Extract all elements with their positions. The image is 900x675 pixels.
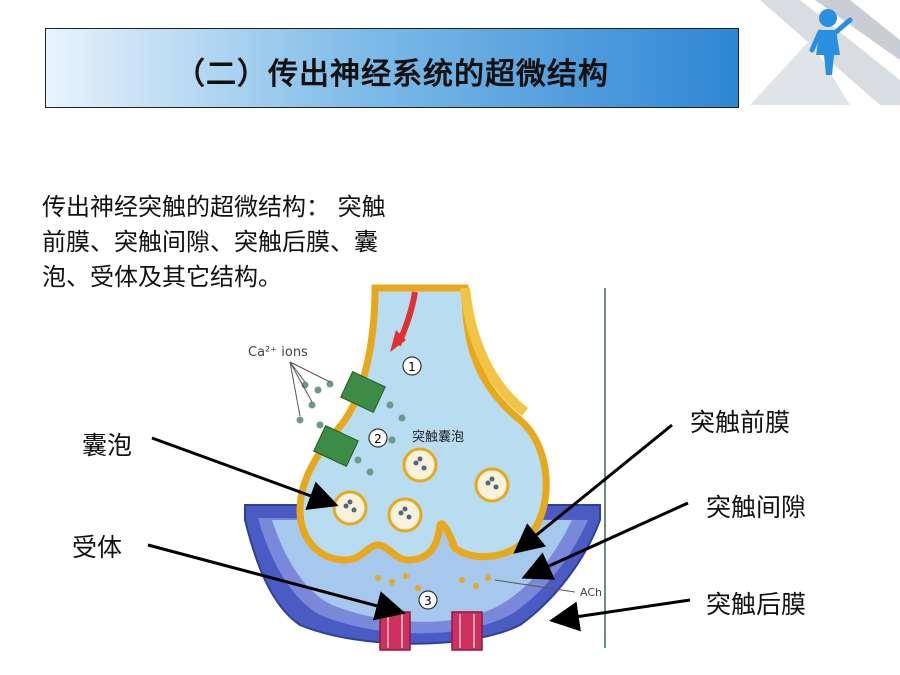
pointer-arrows <box>147 423 691 632</box>
label-postsynaptic: 突触后膜 <box>706 590 807 619</box>
intro-line: 前膜、突触间隙、突触后膜、囊 <box>42 228 378 256</box>
step-1: 1 <box>408 360 416 374</box>
calcium-ions <box>296 380 406 476</box>
ach-label: ACh <box>580 586 602 599</box>
label-receptor: 受体 <box>72 533 123 562</box>
title-bar: （二）传出神经系统的超微结构 <box>45 28 739 108</box>
step-2: 2 <box>374 432 382 446</box>
inner-vesicle-label: 突触囊泡 <box>412 429 464 445</box>
page-title: （二）传出神经系统的超微结构 <box>175 57 609 92</box>
intro-text: 传出神经突触的超微结构： 突触 前膜、突触间隙、突触后膜、囊 泡、受体及其它结构… <box>42 190 482 295</box>
intro-line: 传出神经突触的超微结构： 突触 <box>42 193 386 221</box>
label-presynaptic: 突触前膜 <box>690 408 791 437</box>
step-markers <box>368 356 438 610</box>
ion-label: Ca²⁺ ions <box>248 345 308 360</box>
corner-person-icon <box>750 0 900 105</box>
label-vesicle: 囊泡 <box>82 431 133 460</box>
acetylcholine <box>375 542 491 591</box>
vesicles <box>332 447 510 533</box>
calcium-channels <box>313 371 386 467</box>
label-cleft: 突触间隙 <box>706 493 807 522</box>
step-3: 3 <box>424 594 432 608</box>
intro-line: 泡、受体及其它结构。 <box>42 263 282 291</box>
